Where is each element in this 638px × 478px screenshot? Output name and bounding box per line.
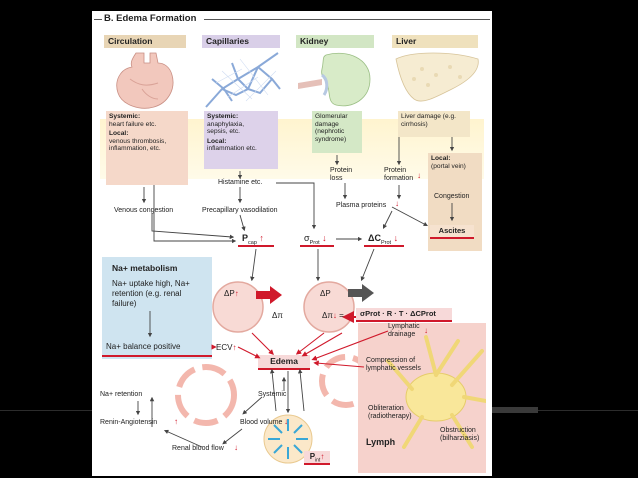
delta-c-term: ΔCProt ↓: [368, 233, 398, 246]
ascites-label: Ascites: [430, 225, 474, 239]
p-cap-term: Pcap ↑: [242, 233, 264, 246]
capillaries-causes-box: Systemic: anaphylaxia, sepsis, etc. Loca…: [204, 111, 278, 169]
protein-formation-down-arrow: ↓: [417, 171, 421, 180]
congestion-label: Congestion: [434, 193, 470, 200]
delta-c-symbol: ΔC: [368, 233, 381, 243]
header-kidney: Kidney: [296, 35, 374, 48]
precapillary-label: Precapillary vasodilation: [202, 207, 278, 214]
lymphatic-drainage-label: Lymphatic drainage: [388, 323, 420, 338]
plasma-proteins-down-arrow: ↓: [395, 199, 399, 208]
capillaries-local-text: inflammation etc.: [207, 145, 257, 153]
liver-local-text: (portal vein): [431, 162, 466, 170]
renin-label: Renin-Angiotensin: [100, 419, 158, 426]
delta-c-down-arrow: ↓: [393, 233, 399, 243]
delta-p-circle-left: [212, 281, 264, 333]
capillaries-illustration: [205, 52, 281, 108]
renal-blood-flow-down-arrow: ↓: [234, 443, 238, 452]
compression-label: Compression of lymphatic vessels: [366, 357, 421, 372]
p-int-up-arrow: ↑: [320, 452, 325, 461]
p-cap-up-arrow: ↑: [259, 233, 264, 243]
p-cap-underline: [238, 245, 274, 247]
venous-congestion-label: Venous congestion: [114, 207, 174, 214]
p-int-symbol: P: [309, 452, 316, 461]
p-cap-symbol: P: [242, 233, 249, 243]
edema-diagram-panel: B. Edema Formation Circulation Capillari…: [92, 11, 492, 476]
ecv-up-arrow: ↑: [232, 343, 237, 352]
renal-blood-flow-label: Renal blood flow: [172, 445, 224, 452]
protein-loss-label: Protein loss: [330, 167, 353, 182]
delta-p-left-symbol: ΔP: [224, 289, 235, 298]
sigma-prot-symbol: σ: [304, 233, 310, 243]
capillaries-local-head: Local:: [207, 137, 227, 145]
edema-box: Edema: [258, 355, 310, 370]
renal-loop-circle: [175, 364, 237, 426]
lymph-node-illustration: [386, 335, 486, 449]
kidney-causes-box: Glomerular damage (nephrotic syndrome): [312, 111, 362, 153]
lymphatic-drainage-down-arrow: ↓: [424, 326, 428, 335]
blood-volume-label: Blood volume: [240, 419, 283, 426]
sigma-prot-term: σProt ↓: [304, 233, 327, 246]
ecv-label: ECV: [216, 343, 233, 352]
p-cap-subscript: cap: [248, 239, 257, 246]
slide-divider-accent: [478, 407, 538, 413]
p-int-subscript: int: [315, 457, 321, 464]
capillaries-systemic-head: Systemic:: [207, 113, 239, 120]
header-capillaries: Capillaries: [202, 35, 280, 48]
delta-p-left-up-arrow: ↑: [234, 289, 239, 298]
delta-pi-left: Δπ: [272, 311, 283, 320]
systemic-label: Systemic: [258, 391, 287, 398]
delta-pi-right-symbol: Δπ: [322, 311, 333, 320]
p-int-term: Pint↑: [304, 451, 330, 465]
liver-causes-box: Liver damage (e.g. cirrhosis): [398, 111, 470, 137]
heart-illustration: [116, 52, 174, 109]
lymph-label: Lymph: [366, 437, 396, 447]
diagram-title: B. Edema Formation: [104, 13, 197, 24]
liver-illustration: [395, 52, 479, 102]
liver-local-head: Local:: [431, 155, 451, 162]
sigma-prot-underline: [300, 245, 334, 247]
delta-c-underline: [364, 245, 404, 247]
sigma-prot-subscript: Prot: [309, 239, 320, 246]
delta-pi-right: Δπ↓ =: [322, 311, 344, 320]
delta-c-subscript: Prot: [380, 239, 392, 246]
pressure-circles-svg: [175, 281, 374, 464]
delta-p-left: ΔP↑: [224, 289, 239, 298]
sigma-prot-down-arrow: ↓: [322, 233, 327, 243]
na-balance-box: [102, 339, 212, 357]
obliteration-label: Obliteration (radiotherapy): [368, 405, 412, 420]
kidney-illustration: [298, 52, 371, 107]
header-circulation: Circulation: [104, 35, 186, 48]
delta-p-right: ΔP: [320, 289, 331, 298]
histamine-label: Histamine etc.: [218, 179, 263, 186]
renin-up-arrow: ↑: [174, 417, 178, 426]
big-red-arrow-left: [256, 286, 282, 304]
capillaries-systemic-text: anaphylaxia, sepsis, etc.: [207, 120, 245, 136]
title-rule-left: [94, 19, 102, 20]
ecv-term: ECV↑: [216, 343, 236, 352]
plasma-proteins-label: Plasma proteins: [336, 202, 387, 209]
na-metabolism-title: Na+ metabolism: [112, 263, 178, 273]
oncotic-equation: σProt · R · T · ΔCProt: [356, 308, 452, 322]
title-rule-right: [204, 19, 490, 20]
circulation-systemic-text: heart failure etc.: [109, 120, 157, 128]
circulation-causes-box: Systemic: heart failure etc. Local: veno…: [106, 111, 188, 185]
na-metabolism-text: Na+ uptake high, Na+ retention (e.g. ren…: [112, 279, 190, 308]
protein-formation-label: Protein formation: [384, 167, 414, 182]
circulation-local-head: Local:: [109, 130, 129, 138]
big-gray-arrow-right: [348, 284, 374, 302]
obstruction-label: Obstruction (bilharziasis): [440, 427, 480, 442]
blood-volume-down-arrow: ↓: [284, 417, 288, 426]
delta-pi-right-down-arrow: ↓: [332, 311, 337, 320]
header-liver: Liver: [392, 35, 478, 48]
circulation-systemic-head: Systemic:: [109, 113, 141, 120]
na-retention-label: Na+ retention: [100, 391, 143, 398]
circulation-local-text: venous thrombosis, inflammation, etc.: [109, 137, 167, 153]
na-balance-label: Na+ balance positive: [106, 342, 181, 351]
